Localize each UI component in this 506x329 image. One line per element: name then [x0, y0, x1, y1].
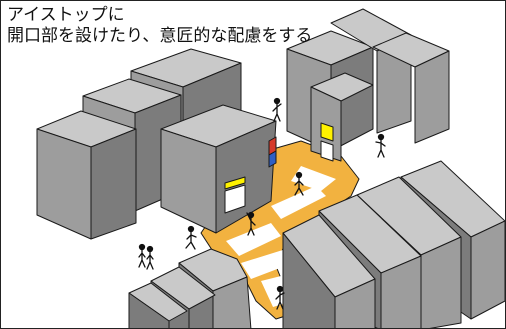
building-focal-left — [160, 104, 277, 234]
pedestrian-icon — [294, 171, 304, 196]
window-yellow-right — [320, 122, 334, 142]
opening-right — [320, 140, 334, 162]
building-lf3 — [128, 282, 188, 328]
pedestrian-icon — [275, 285, 285, 310]
pedestrian-icon — [138, 243, 146, 268]
window-yellow-left — [224, 176, 246, 190]
pedestrian-icon — [246, 211, 256, 236]
left-buildings — [36, 48, 277, 240]
path-diagonal — [271, 186, 326, 219]
right-back-buildings — [286, 8, 450, 162]
pedestrian-icon — [185, 225, 197, 250]
left-front-buildings — [128, 248, 252, 328]
pedestrian-icon — [375, 133, 386, 158]
caption-line-2: 開口部を設けたり、意匠的な配慮をする — [7, 26, 313, 46]
opening-left — [224, 184, 246, 214]
pedestrians — [138, 97, 386, 310]
path-bottom — [241, 249, 293, 279]
building-r3 — [372, 32, 450, 144]
diagram-caption: アイストップに 開口部を設けたり、意匠的な配慮をする — [7, 5, 312, 47]
plaza-group — [200, 140, 360, 320]
building-l3 — [36, 110, 137, 240]
accent-blue-left — [268, 150, 277, 168]
right-front-buildings — [282, 160, 505, 328]
pedestrian-icon — [146, 245, 154, 270]
path-lower — [226, 223, 281, 256]
building-rf4 — [282, 214, 376, 328]
caption-line-1: アイストップに — [7, 5, 125, 25]
building-focal-right — [310, 72, 374, 162]
pedestrian-icon — [272, 97, 282, 122]
